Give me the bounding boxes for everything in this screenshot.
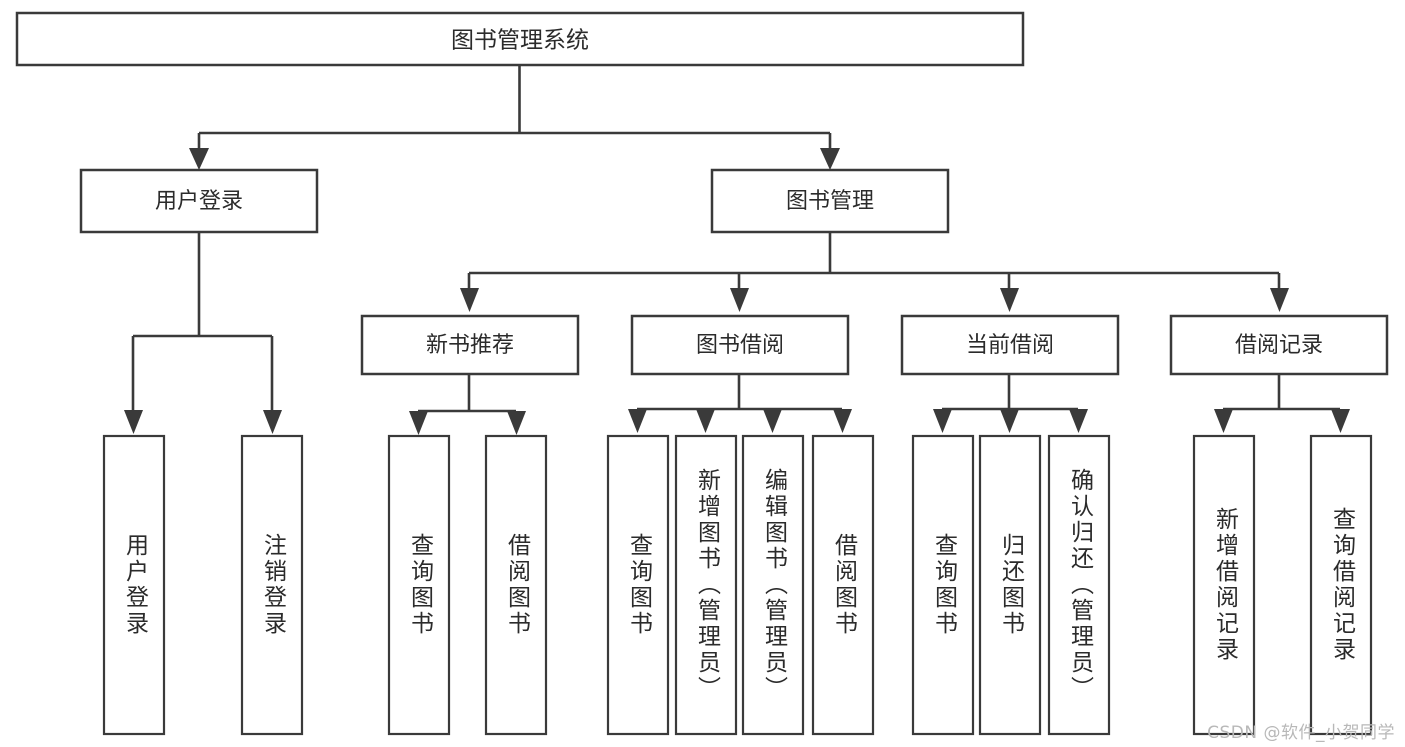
arrow-to-current-borrow	[1000, 288, 1019, 312]
leaf-box-user-login[interactable]	[102, 434, 166, 736]
node-root-label: 图书管理系统	[451, 28, 589, 54]
node-book-manage[interactable]: 图书管理	[710, 168, 950, 234]
arrow-to-new-book-rec	[460, 288, 479, 312]
connector-group	[124, 65, 1350, 435]
arrow-leaf-add-record	[1214, 409, 1233, 433]
node-current-borrow-box[interactable]	[900, 314, 1120, 376]
arrow-leaf-confirm-return	[1069, 409, 1088, 433]
leaf-box-borrow-book-2[interactable]	[811, 434, 875, 736]
node-borrow-record-label: 借阅记录	[1235, 333, 1323, 358]
arrow-leaf-add-book	[696, 409, 715, 433]
leaf-box-edit-book[interactable]	[741, 434, 805, 736]
node-root-box[interactable]	[15, 11, 1025, 67]
arrow-leaf-borrow-book-1	[507, 411, 526, 435]
node-book-manage-box[interactable]	[710, 168, 950, 234]
csdn-watermark: CSDN @软件_小贺同学	[1207, 723, 1395, 743]
leaf-box-return-book[interactable]	[978, 434, 1042, 736]
leaf-box-add-record[interactable]	[1192, 434, 1256, 736]
node-borrow-record-box[interactable]	[1169, 314, 1389, 376]
arrow-to-book-manage	[820, 148, 840, 170]
node-user-login-label: 用户登录	[155, 189, 243, 214]
node-new-book-rec-box[interactable]	[360, 314, 580, 376]
arrow-to-user-login	[189, 148, 209, 170]
arrow-leaf-query-book-1	[409, 411, 428, 435]
leaf-box-add-book[interactable]	[674, 434, 738, 736]
arrow-leaf-user-login	[124, 410, 143, 434]
leaf-box-query-record[interactable]	[1309, 434, 1373, 736]
leaf-box-logout-login[interactable]	[240, 434, 304, 736]
arrow-leaf-query-record	[1331, 409, 1350, 433]
leaf-box-query-book-3[interactable]	[911, 434, 975, 736]
leaf-boxes-group	[102, 434, 1373, 736]
arrow-leaf-query-book-3	[933, 409, 952, 433]
node-user-login-box[interactable]	[79, 168, 319, 234]
arrow-leaf-logout-login	[263, 410, 282, 434]
leaf-box-query-book-2[interactable]	[606, 434, 670, 736]
leaf-box-query-book-1[interactable]	[387, 434, 451, 736]
node-book-manage-label: 图书管理	[786, 189, 874, 214]
node-borrow-record[interactable]: 借阅记录	[1169, 314, 1389, 376]
arrow-leaf-borrow-book-2	[833, 409, 852, 433]
leaf-box-confirm-return[interactable]	[1047, 434, 1111, 736]
node-book-borrow-label: 图书借阅	[696, 333, 784, 358]
arrow-to-book-borrow	[730, 288, 749, 312]
node-root[interactable]: 图书管理系统	[15, 11, 1025, 67]
node-new-book-rec-label: 新书推荐	[426, 333, 514, 358]
arrow-leaf-edit-book	[763, 409, 782, 433]
node-book-borrow[interactable]: 图书借阅	[630, 314, 850, 376]
leaf-box-borrow-book-1[interactable]	[484, 434, 548, 736]
arrow-leaf-return-book	[1000, 409, 1019, 433]
arrow-to-borrow-record	[1270, 288, 1289, 312]
arrow-leaf-query-book-2	[628, 409, 647, 433]
node-current-borrow[interactable]: 当前借阅	[900, 314, 1120, 376]
node-book-borrow-box[interactable]	[630, 314, 850, 376]
node-new-book-rec[interactable]: 新书推荐	[360, 314, 580, 376]
node-user-login[interactable]: 用户登录	[79, 168, 319, 234]
node-current-borrow-label: 当前借阅	[966, 333, 1054, 358]
